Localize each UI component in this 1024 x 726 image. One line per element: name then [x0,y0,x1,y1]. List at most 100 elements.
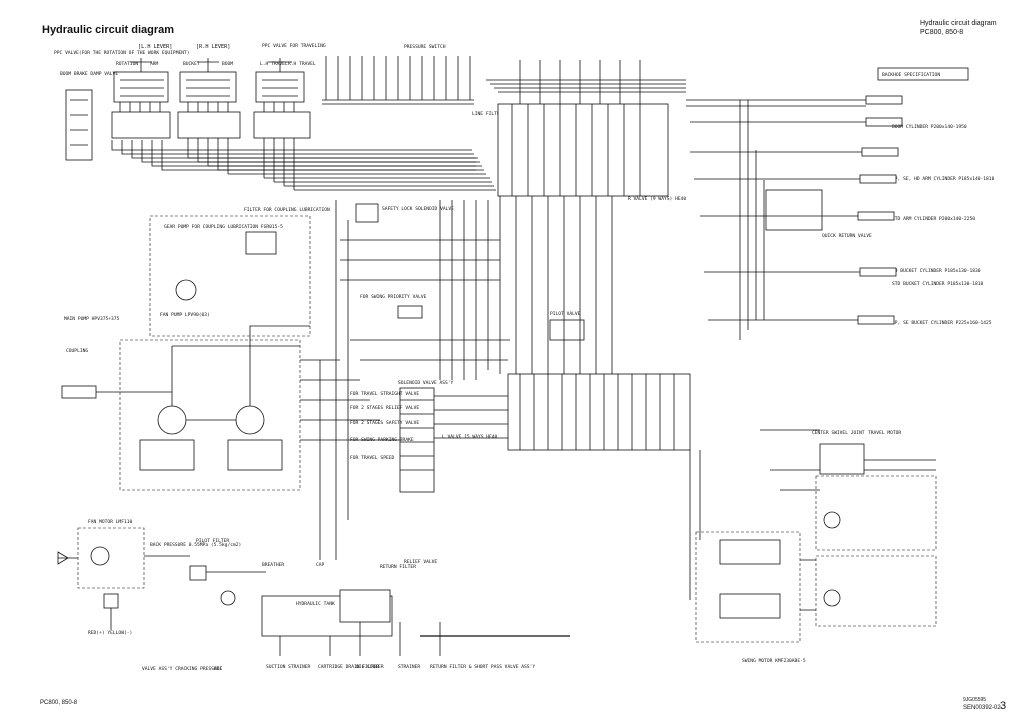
ppc-port-block-travel [253,111,311,139]
label-pilot-filter: PILOT FILTER [196,538,229,544]
footer-model: PC800, 850-8 [40,700,78,706]
label-sp-bucket: SP, SE BUCKET CYLINDER P225x160-1425 [892,320,992,326]
footer-code-2: SEN00392-02 [963,705,1001,711]
fan-pump-symbol [175,279,197,301]
label-suction-strainer: SUCTION STRAINER [266,664,310,670]
label-backhoe-spec: BACKHOE SPECIFICATION [882,72,940,78]
control-valve-section: LINE FILTER R VALVE (9 WAYS) HE40 FOR SW… [319,60,691,560]
pilot-filter-box [189,565,207,581]
label-line-filter: LINE FILTER [472,111,503,117]
label-hd-bucket: HD BUCKET CYLINDER P185x130-1830 [892,268,981,274]
label-cartridge-filter: CARTRIDGE DRAIN FILTER [318,664,379,670]
label-solenoid-assy: SOLENOID VALVE ASS'Y [398,380,454,386]
label-swing-motor: SWING MOTOR KMF230ABE-5 [742,658,806,664]
pump-regulator-1 [139,439,195,471]
label-swing-brake: FOR SWING PARKING BRAKE [350,437,414,443]
solenoid-valve-stack [399,387,435,493]
label-travel-motor: TRAVEL MOTOR [868,430,901,436]
label-quick-return: QUICK RETURN VALVE [822,233,872,239]
solenoid-connector [103,593,119,609]
label-hydraulic-tank: HYDRAULIC TANK [296,601,335,607]
ppc-port-block-left [111,111,171,139]
label-strainer: STRAINER [398,664,420,670]
footer-code-1: 9JG05595 [963,697,987,703]
label-valve-cracking: VALVE ASS'Y CRACKING PRESSURE [142,666,222,672]
header-model-right: PC800, 850-8 [920,29,964,36]
gear-pump-block [245,231,277,255]
label-bucket: BUCKET [183,61,200,67]
label-std-arm-cyl: STD ARM CYLINDER P200x140-2250 [892,216,975,222]
motor-section: CENTER SWIVEL JOINT TRAVEL MOTOR SWING M… [689,429,937,664]
label-gear-pump: GEAR PUMP FOR COUPLING LUBRICATION FGR01… [164,224,283,230]
ppc-port-block-right [177,111,241,139]
ppc-valve-left-box [113,71,169,103]
pilot-valve-box [549,319,585,341]
cylinder-section: BACKHOE SPECIFICATION BOOM CYLINDER P200… [686,67,995,340]
ppc-valves-group: [L.H LEVER] [R.H LEVER] PPC VALVE FOR TR… [54,43,496,191]
label-pressure-switch: PRESSURE SWITCH [404,44,446,50]
label-coupling: COUPLING [66,348,88,354]
label-breather: BREATHER [262,562,284,568]
swing-motor-front [719,539,781,565]
bucket-cylinder [859,267,897,277]
main-pump-region [119,339,301,491]
header-title-right: Hydraulic circuit diagram [920,20,997,27]
label-acc: ACC [214,666,223,672]
accumulator-symbol [220,590,236,606]
swing-motor-rear [719,593,781,619]
swing-priority-valve [397,305,423,319]
engine-box [61,385,97,399]
label-oil-cooler: OIL COOLER [356,664,384,670]
label-l-valve: L VALVE 15 WAYS HE40 [442,434,498,440]
ppc-valve-right-box [179,71,237,103]
label-travel-straight: FOR TRAVEL STRAIGHT VALVE [350,391,419,397]
label-fan-pump: FAN PUMP LPV90(03) [160,312,210,318]
label-return-bypass: RETURN FILTER & SHORT PASS VALVE ASS'Y [430,664,535,670]
label-lh-travel: L.H TRAVEL [260,61,288,67]
label-two-stage-relief: FOR 2 STAGES RELIEF VALVE [350,405,419,411]
fan-motor-region [77,527,145,589]
tank-section: BREATHER CAP HYDRAULIC TANK RETURN FILTE… [261,559,570,670]
label-travel-speed: FOR TRAVEL SPEED [350,455,394,461]
label-sp-arm-cyl: SP, SE, HD ARM CYLINDER P185x140-1810 [892,176,995,182]
label-safety-lock: SAFETY LOCK SOLENOID VALVE [382,206,454,212]
gear-pump-region [149,215,311,337]
sp-arm-cylinder [861,147,899,157]
quick-return-valve-block [765,189,823,231]
main-pump-2-symbol [235,405,265,435]
label-center-swivel: CENTER SWIVEL JOINT [812,430,865,436]
boom-brake-valve-box [65,89,93,161]
label-ppc-travel: PPC VALVE FOR TRAVELING [262,43,326,49]
r-valve-block [497,103,669,197]
swing-motor-region [695,531,801,643]
label-filter-coupling: FILTER FOR COUPLING LUBRICATION [244,207,330,213]
label-boom-cyl: BOOM CYLINDER P200x140-1950 [892,124,967,130]
travel-motor-rev-region [815,555,937,627]
fan-icon [57,551,78,565]
main-pump-1-symbol [157,405,187,435]
fan-motor-section: FAN MOTOR LMF110 BACK PRESSURE 0.55MPa (… [57,519,310,672]
pump-regulator-2 [227,439,283,471]
label-back-pressure: BACK PRESSURE 0.55MPa (5.5kg/cm2) [150,542,241,548]
label-return-filter: RETURN FILTER [380,564,416,570]
label-rh-lever: [R.H LEVER] [196,44,230,50]
label-r-valve: R VALVE (9 WAYS) HE40 [628,196,686,202]
travel-motor-fwd-region [815,475,937,551]
label-swing-priority: FOR SWING PRIORITY VALVE [360,294,427,300]
label-boom: BOOM [222,61,233,67]
page-number: 3 [1000,700,1007,712]
label-rh-travel: R.H TRAVEL [288,61,316,67]
std-arm-cylinder-rod [859,174,897,184]
page-title: Hydraulic circuit diagram [42,24,175,36]
fan-motor-symbol [90,546,110,566]
l-valve-block [507,373,691,451]
label-pilot-valve: PILOT VALVE [550,311,581,317]
label-ppc-work: PPC VALVE(FOR THE ROTATION OF THE WORK E… [54,50,190,56]
std-arm-cylinder [857,211,895,221]
label-relief-valve: RELIEF VALVE [404,559,437,565]
label-red-yellow: RED(+) YELLOW(-) [88,630,132,636]
center-swivel-joint [819,443,865,475]
label-fan-motor: FAN MOTOR LMF110 [88,519,132,525]
